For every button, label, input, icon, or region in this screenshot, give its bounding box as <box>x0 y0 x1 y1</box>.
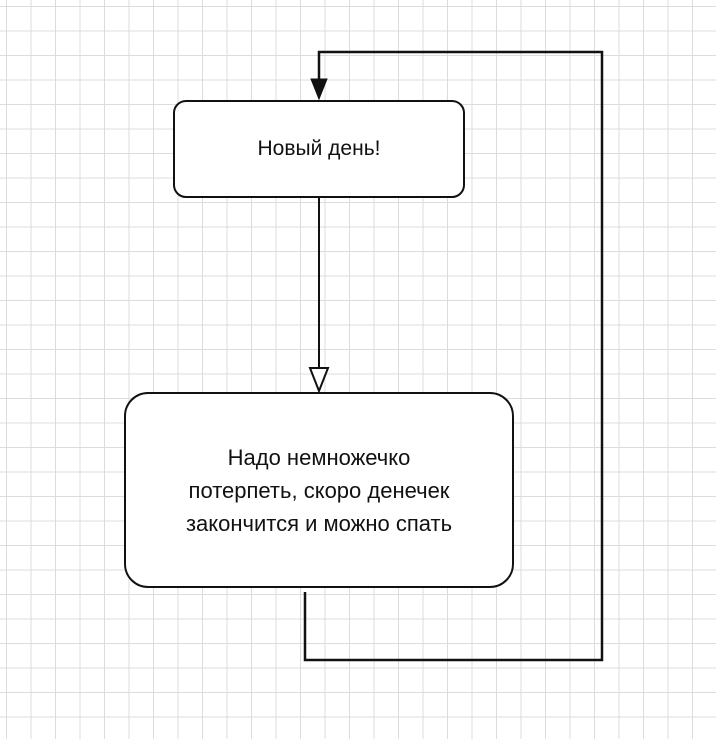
node-new-day[interactable]: Новый день! <box>173 100 465 198</box>
node-wait-until-sleep-label: Надо немножечко потерпеть, скоро денечек… <box>185 444 453 536</box>
node-new-day-label: Новый день! <box>257 137 381 160</box>
edge-loop-back <box>303 50 604 662</box>
filled-arrowhead-icon <box>310 78 328 101</box>
open-arrowhead-icon <box>308 367 330 394</box>
node-wait-until-sleep[interactable]: Надо немножечко потерпеть, скоро денечек… <box>124 392 514 588</box>
